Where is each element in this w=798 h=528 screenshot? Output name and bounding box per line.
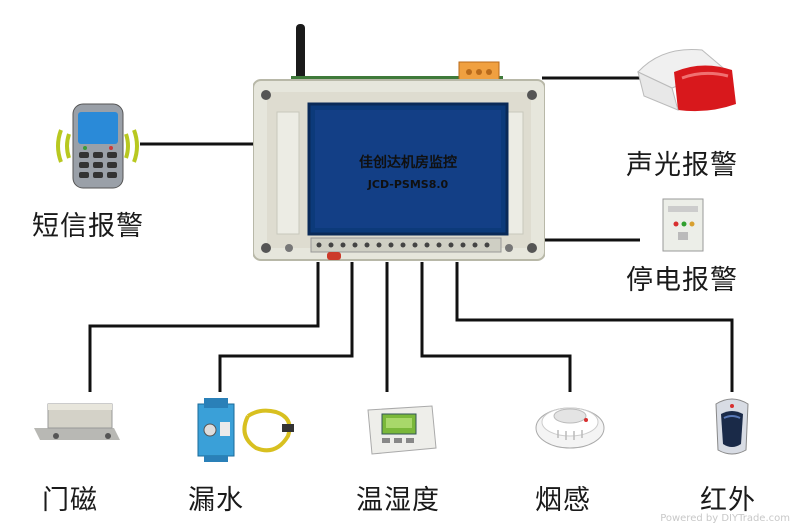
screen-model: JCD-PSMS8.0 <box>367 178 449 191</box>
mobile-phone-icon <box>56 103 139 189</box>
infrared-sensor-icon <box>715 398 749 455</box>
antenna-icon <box>296 24 305 82</box>
water-leak-sensor-icon <box>197 398 294 462</box>
screen-title: 佳创达机房监控 <box>359 154 457 171</box>
label-power-failure-alarm: 停电报警 <box>626 265 738 296</box>
thermo-hygrometer-icon <box>367 405 437 455</box>
label-temp-humidity: 温湿度 <box>356 485 440 516</box>
label-water-leak: 漏水 <box>188 485 244 516</box>
watermark: Powered by DIYTrade.com <box>660 513 790 524</box>
label-smoke: 烟感 <box>535 485 591 516</box>
label-door-magnet: 门磁 <box>42 485 98 516</box>
smoke-detector-icon <box>535 407 605 449</box>
label-sms-alarm: 短信报警 <box>32 211 144 242</box>
siren-icon <box>637 48 736 112</box>
controller-device: 佳创达机房监控 JCD-PSMS8.0 <box>253 24 545 261</box>
power-box-icon <box>662 198 704 252</box>
door-magnet-icon <box>34 403 120 440</box>
label-sound-light-alarm: 声光报警 <box>626 150 738 181</box>
label-infrared: 红外 <box>700 485 756 516</box>
